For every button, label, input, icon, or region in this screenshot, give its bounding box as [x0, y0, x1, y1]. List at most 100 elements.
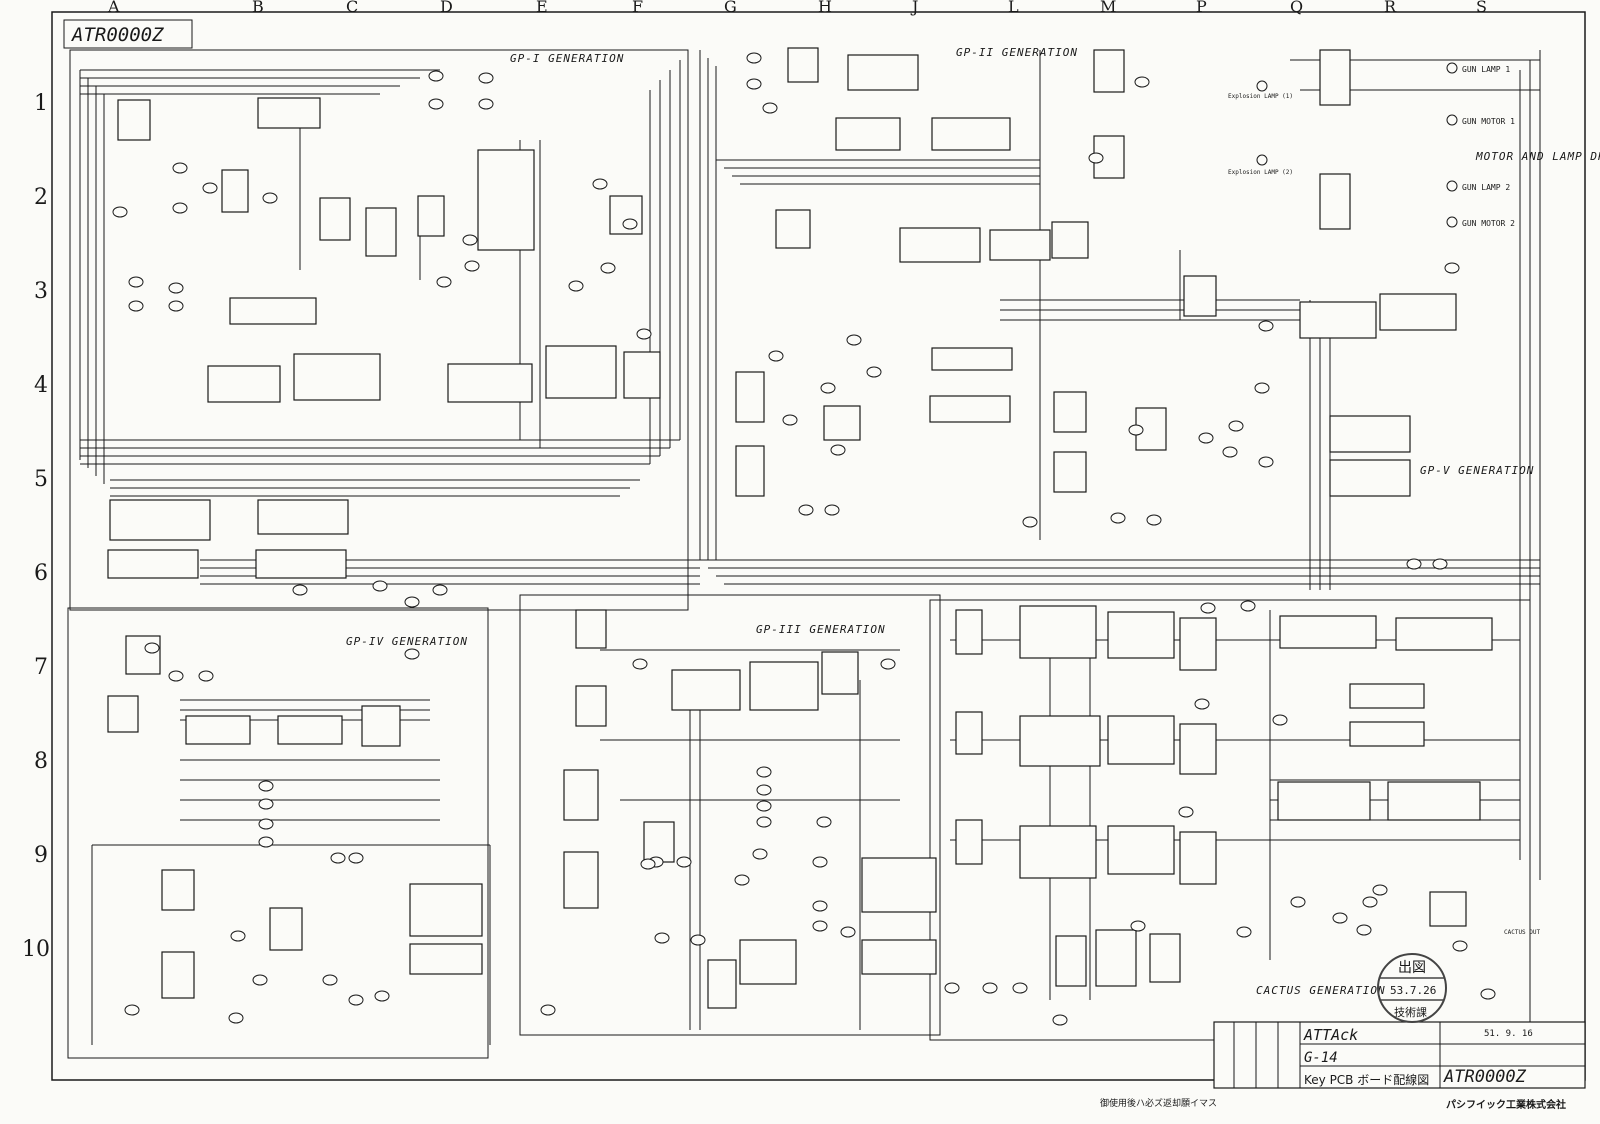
logic-gate: [762, 102, 778, 114]
grid-row-10: 10: [22, 937, 50, 962]
logic-gate: [540, 1004, 556, 1016]
logic-gate: [734, 874, 750, 886]
title-block: ATTAck G-14 Key PCB ボード配線図 51. 9. 16 ATR…: [1100, 1021, 1586, 1111]
logic-gate: [124, 1004, 140, 1016]
section-title-gp1: GP-I GENERATION: [510, 52, 624, 65]
logic-gate: [1022, 516, 1038, 528]
logic-gate: [168, 282, 184, 294]
logic-gate: [1332, 912, 1348, 924]
logic-gate: [202, 182, 218, 194]
grid-col-e: E: [536, 0, 548, 16]
doc-id-box: ATR0000Z: [63, 19, 193, 49]
logic-gate: [632, 658, 648, 670]
logic-gate: [1198, 432, 1214, 444]
logic-gate: [252, 974, 268, 986]
logic-gate: [568, 280, 584, 292]
title-drawing: Key PCB ボード配線図: [1304, 1072, 1429, 1087]
logic-gate: [112, 206, 128, 218]
grid-col-j: J: [910, 0, 918, 16]
grid-row-3: 3: [34, 279, 48, 304]
logic-gate: [866, 366, 882, 378]
company-name: パシフイック工業株式会社: [1446, 1098, 1566, 1111]
logic-gate: [1480, 988, 1496, 1000]
grid-row-1: 1: [34, 91, 48, 116]
logic-gate: [404, 596, 420, 608]
logic-gate: [1254, 382, 1270, 394]
stamp-dept: 技術課: [1394, 1005, 1427, 1019]
gun-motor-2-label: GUN MOTOR 2: [1462, 219, 1515, 228]
logic-gate: [428, 98, 444, 110]
logic-gate: [144, 642, 160, 654]
logic-gate: [322, 974, 338, 986]
logic-gate: [1372, 884, 1388, 896]
grid-col-a: A: [107, 0, 120, 16]
explosion-lamp-1-label: Explosion LAMP (1): [1228, 93, 1293, 100]
grid-col-l: L: [1008, 0, 1019, 16]
logic-gate: [428, 70, 444, 82]
logic-gate: [816, 816, 832, 828]
grid-row-5: 5: [34, 467, 48, 492]
logic-gate: [1178, 806, 1194, 818]
grid-row-7: 7: [34, 655, 48, 680]
grid-row-2: 2: [34, 185, 48, 210]
logic-gate: [812, 920, 828, 932]
grid-col-m: M: [1100, 0, 1116, 16]
grid-col-q: Q: [1290, 0, 1303, 16]
logic-gate: [1128, 424, 1144, 436]
logic-gate: [636, 328, 652, 340]
logic-gates: [112, 52, 1496, 1026]
logic-gate: [172, 162, 188, 174]
logic-gate: [622, 218, 638, 230]
grid-row-8: 8: [34, 749, 48, 774]
logic-gate: [1200, 602, 1216, 614]
logic-gate: [640, 858, 656, 870]
grid-col-f: F: [632, 0, 643, 16]
logic-gate: [128, 300, 144, 312]
logic-gate: [830, 444, 846, 456]
stamp-date: 53.7.26: [1390, 984, 1436, 997]
grid-col-p: P: [1196, 0, 1207, 16]
logic-gate: [1432, 558, 1448, 570]
logic-gate: [746, 52, 762, 64]
logic-gate: [228, 1012, 244, 1024]
grid-row-4: 4: [34, 373, 48, 398]
logic-gate: [436, 276, 452, 288]
return-note: 御使用後ハ必ズ返却願イマス: [1100, 1097, 1217, 1109]
logic-gate: [1272, 714, 1288, 726]
logic-gate: [372, 580, 388, 592]
section-title-cactus: CACTUS GENERATION: [1256, 984, 1386, 997]
logic-gate: [1240, 600, 1256, 612]
grid-col-d: D: [440, 0, 453, 16]
logic-gate: [798, 504, 814, 516]
logic-gate: [1134, 76, 1150, 88]
logic-gate: [478, 98, 494, 110]
stamp-top: 出図: [1398, 960, 1426, 976]
gun-motor-1-label: GUN MOTOR 1: [1462, 117, 1515, 126]
grid-col-h: H: [818, 0, 832, 16]
logic-gate: [168, 670, 184, 682]
grid-row-6: 6: [34, 561, 48, 586]
logic-gate: [478, 72, 494, 84]
logic-gate: [592, 178, 608, 190]
logic-gate: [944, 982, 960, 994]
logic-gate: [690, 934, 706, 946]
section-title-gp3: GP-III GENERATION: [756, 623, 886, 636]
logic-gate: [258, 780, 274, 792]
logic-gate: [812, 856, 828, 868]
logic-gate: [756, 800, 772, 812]
logic-gate: [258, 798, 274, 810]
grid-col-c: C: [346, 0, 358, 16]
logic-gate: [1012, 982, 1028, 994]
logic-gate: [820, 382, 836, 394]
section-title-gp4: GP-IV GENERATION: [346, 635, 468, 648]
logic-gate: [1452, 940, 1468, 952]
logic-gate: [1146, 514, 1162, 526]
logic-gate: [262, 192, 278, 204]
logic-gate: [756, 784, 772, 796]
logic-gate: [1258, 320, 1274, 332]
logic-gate: [330, 852, 346, 864]
ic-chips: [107, 47, 1493, 1009]
section-title-gp2: GP-II GENERATION: [956, 46, 1078, 59]
